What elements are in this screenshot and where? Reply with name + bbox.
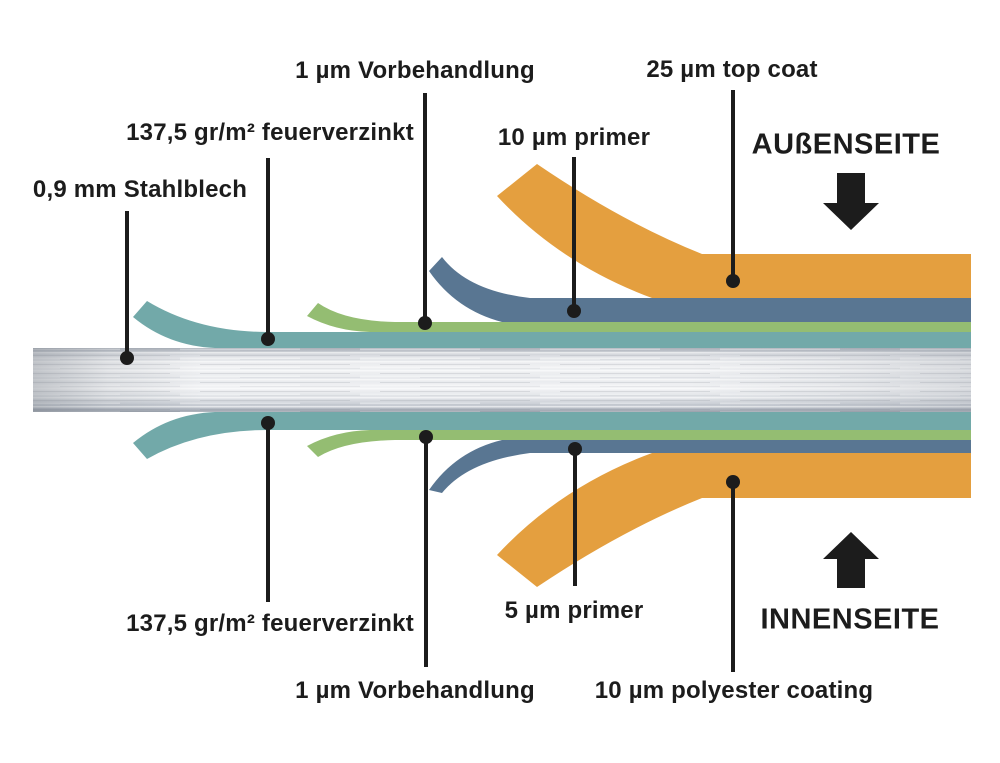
leader-steel-sheet [120,211,134,365]
leader-galvanized-bottom [261,416,275,602]
layer-primer-top [429,257,971,322]
layer-primer-bottom [429,440,971,493]
label-galvanized-bottom: 137,5 gr/m² feuerverzinkt [126,610,414,637]
layer-pretreatment-top [307,303,971,332]
label-top-coat: 25 µm top coat [646,56,818,83]
leader-polyester-coating [726,475,740,672]
leader-primer-top [567,157,581,318]
leader-pretreatment-top [418,93,432,330]
label-outside: AUßENSEITE [751,128,941,161]
label-galvanized-top: 137,5 gr/m² feuerverzinkt [126,119,414,146]
leader-top-coat [726,90,740,288]
label-primer-top: 10 µm primer [497,124,651,151]
leader-primer-bottom [568,442,582,586]
label-primer-bottom: 5 µm primer [504,597,644,624]
layer-polyester-coating [497,453,971,587]
label-inside: INNENSEITE [760,603,940,636]
leader-galvanized-top [261,158,275,346]
label-pretreatment-bottom: 1 µm Vorbehandlung [295,677,535,704]
arrow-down-icon [823,173,879,230]
layer-steel-sheet [33,348,971,412]
layer-galvanized-bottom [133,412,971,459]
layer-top-coat [497,164,971,298]
leader-pretreatment-bottom [419,430,433,667]
layer-galvanized-top [133,301,971,348]
label-polyester-coating: 10 µm polyester coating [594,677,874,704]
layer-pretreatment-bottom [307,430,971,457]
label-pretreatment-top: 1 µm Vorbehandlung [295,57,535,84]
arrow-up-icon [823,532,879,588]
label-steel-sheet: 0,9 mm Stahlblech [32,176,248,203]
